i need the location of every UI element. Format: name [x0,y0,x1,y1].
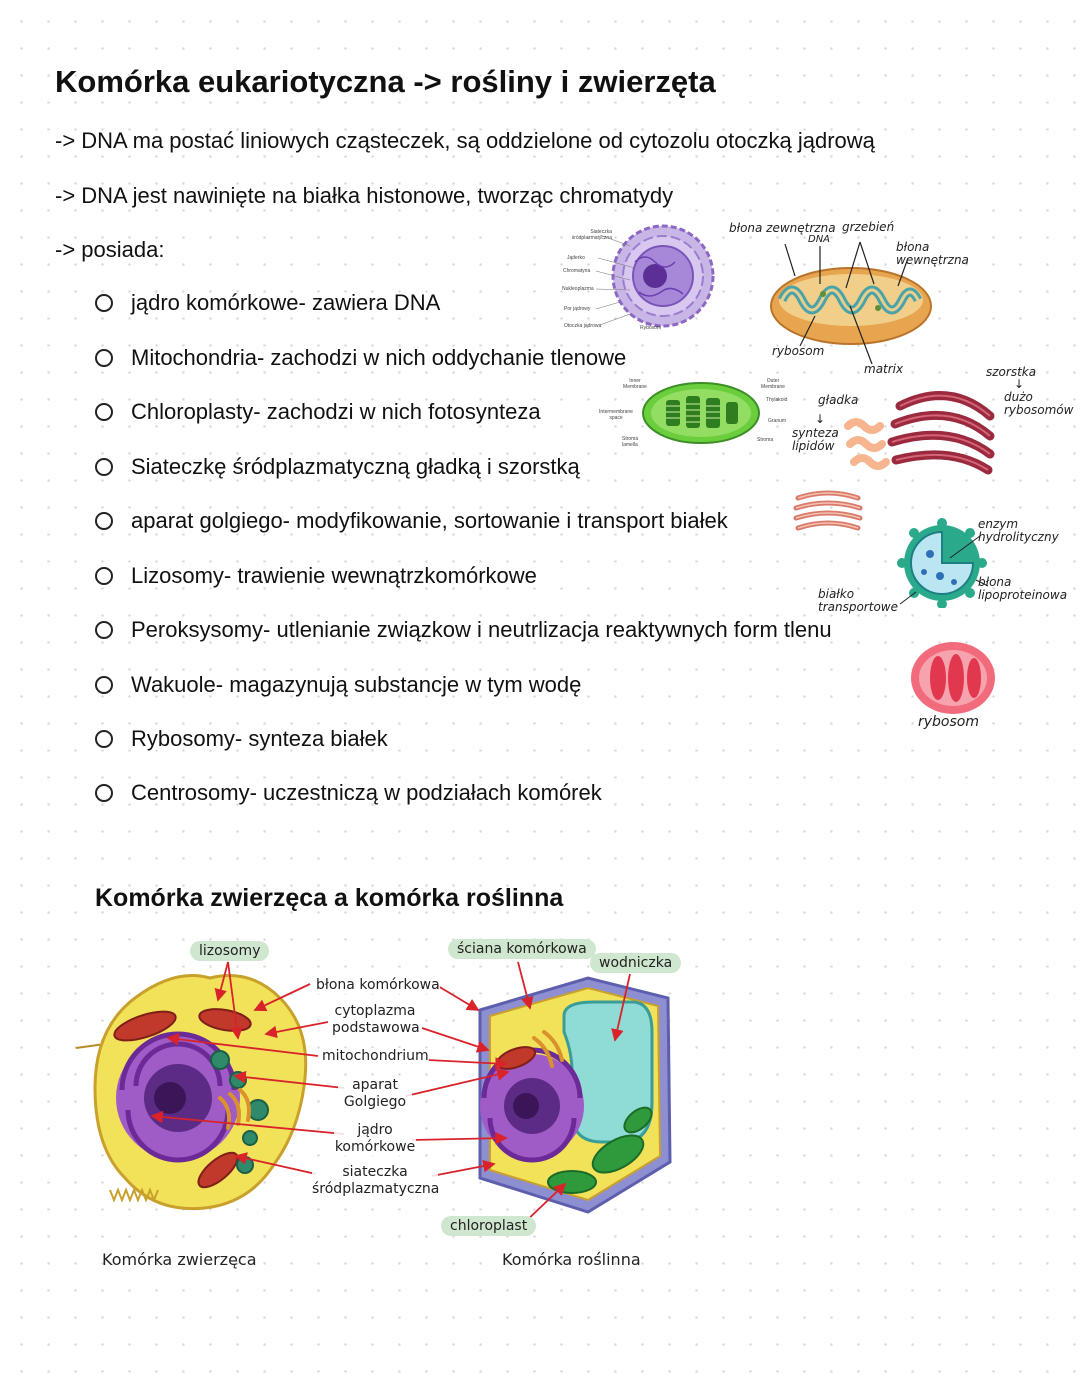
list-item: Rybosomy- synteza białek [95,722,388,756]
list-item-text: aparat golgiego- modyfikowanie, sortowan… [131,508,728,533]
list-item: Wakuole- magazynują substancje w tym wod… [95,668,581,702]
bullet-circle-icon [95,512,113,530]
er-illustration [844,391,995,475]
bullet-circle-icon [95,294,113,312]
list-item-text: Rybosomy- synteza białek [131,726,388,751]
list-item-text: Peroksysomy- utlenianie związkow i neutr… [131,617,832,642]
label-chloroplast: chloroplast [441,1216,537,1236]
nucleus-leader-lines [595,234,636,326]
lysosome-note-enzyme: enzym hydrolityczny [978,517,1059,544]
bullet-circle-icon [95,567,113,585]
chloroplast-label-granum: Granum [768,418,787,424]
list-item: Siateczkę śródplazmatyczną gładką i szor… [95,450,580,484]
list-item: Centrosomy- uczestniczą w podziałach kom… [95,776,602,810]
nucleus-illustration [611,224,715,328]
bullet-circle-icon [95,784,113,802]
label-mitochondrion: mitochondrium [322,1048,429,1065]
chloroplast-label-thylakoid: Thylakoid [766,397,788,403]
nucleus-label-er: Siateczka śródplazmatyczna [571,229,612,241]
label-cell-membrane: błona komórkowa [316,977,440,994]
label-er: siateczka śródplazmatyczna [312,1164,440,1198]
er-note-rough: szorstka [986,365,1037,379]
label-vacuole: wodniczka [590,953,682,973]
list-item: Mitochondria- zachodzi w nich oddychanie… [95,341,626,375]
list-item-text: Siateczkę śródplazmatyczną gładką i szor… [131,454,580,479]
mito-note-outer-membrane: błona zewnętrzna [729,221,836,235]
lysosome-note-membrane: błona lipoproteinowa [978,575,1068,602]
mito-note-dna: DNA [808,234,831,245]
mito-note-inner-membrane: błona wewnętrzna [896,240,969,267]
ribosome-illustration [911,642,995,714]
er-note-lipid-synthesis: synteza lipidów [792,426,839,453]
chloroplast-label-inner: Inner Membrane [623,378,647,390]
list-item-text: Mitochondria- zachodzi w nich oddychanie… [131,345,627,370]
list-item: jądro komórkowe- zawiera DNA [95,286,440,320]
list-item: Lizosomy- trawienie wewnątrzkomórkowe [95,559,537,593]
mitochondrion-leader-lines [784,241,909,365]
ribosome-note: rybosom [918,714,979,730]
er-note-smooth: gładka [818,393,859,407]
bullet-circle-icon [95,349,113,367]
chloroplast-illustration [642,382,760,444]
chloroplast-label-outer: Outer Membrane [761,378,785,390]
bullet-circle-icon [95,621,113,639]
list-item: Peroksysomy- utlenianie związkow i neutr… [95,613,832,647]
caption-plant-cell: Komórka roślinna [502,1250,641,1269]
nucleus-label-ribosome: Rybosom [640,325,662,331]
dna-histone-line: -> DNA jest nawinięte na białka histonow… [55,183,674,208]
section2-title: Komórka zwierzęca a komórka roślinna [95,884,564,912]
list-item: aparat golgiego- modyfikowanie, sortowan… [95,504,728,538]
mito-note-matrix: matrix [864,362,904,376]
mito-note-ribosome: rybosom [772,344,825,358]
page-title: Komórka eukariotyczna -> rośliny i zwier… [55,64,716,99]
caption-animal-cell: Komórka zwierzęca [102,1250,257,1269]
list-item: Chloroplasty- zachodzi w nich fotosyntez… [95,395,541,429]
nucleus-label-nucleoplasm: Nukleoplazma [562,286,594,292]
lysosome-leader-lines [899,535,989,605]
er-note-arrow-icon: ↓ [1014,377,1025,391]
nucleus-label-nucleolus: Jąderko [567,255,585,261]
label-cell-wall: ściana komórkowa [448,939,596,959]
list-item-text: Lizosomy- trawienie wewnątrzkomórkowe [131,563,537,588]
lysosome-note-protein: białko transportowe [818,587,898,614]
chloroplast-label-intermembrane: Intermembrane space [599,409,633,421]
dna-linear-line: -> DNA ma postać liniowych cząsteczek, s… [55,128,875,153]
bullet-circle-icon [95,403,113,421]
nucleus-label-envelope: Otoczka jądrowa [564,323,602,329]
posiada-line: -> posiada: [55,237,165,262]
label-golgi: aparat Golgiego [338,1077,412,1111]
label-nucleus: jądro komórkowe [334,1122,416,1156]
bullet-circle-icon [95,730,113,748]
lysosome-illustration [897,518,987,608]
list-item-text: Chloroplasty- zachodzi w nich fotosyntez… [131,399,541,424]
list-item-text: Wakuole- magazynują substancje w tym wod… [131,672,582,697]
bullet-circle-icon [95,676,113,694]
nucleus-label-pore: Por jądrowy [564,306,591,312]
er-note-many-ribosomes: dużo rybosomów [1004,390,1074,417]
label-lysosomes: lizosomy [190,941,270,961]
list-item-text: jądro komórkowe- zawiera DNA [131,290,441,315]
list-item-text: Centrosomy- uczestniczą w podziałach kom… [131,780,602,805]
bullet-circle-icon [95,458,113,476]
chloroplast-label-stroma-lamella: Stroma lamella [622,436,639,448]
chloroplast-label-stroma: Stroma [757,437,774,443]
golgi-illustration [793,490,863,531]
mito-note-crest: grzebień [842,220,895,234]
diagram-arrows [150,961,631,1225]
er-note-arrow-icon: ↓ [815,412,826,426]
nucleus-label-chromatin: Chromatyna [563,268,591,274]
label-cytoplasm: cytoplazma podstawowa [332,1003,420,1037]
